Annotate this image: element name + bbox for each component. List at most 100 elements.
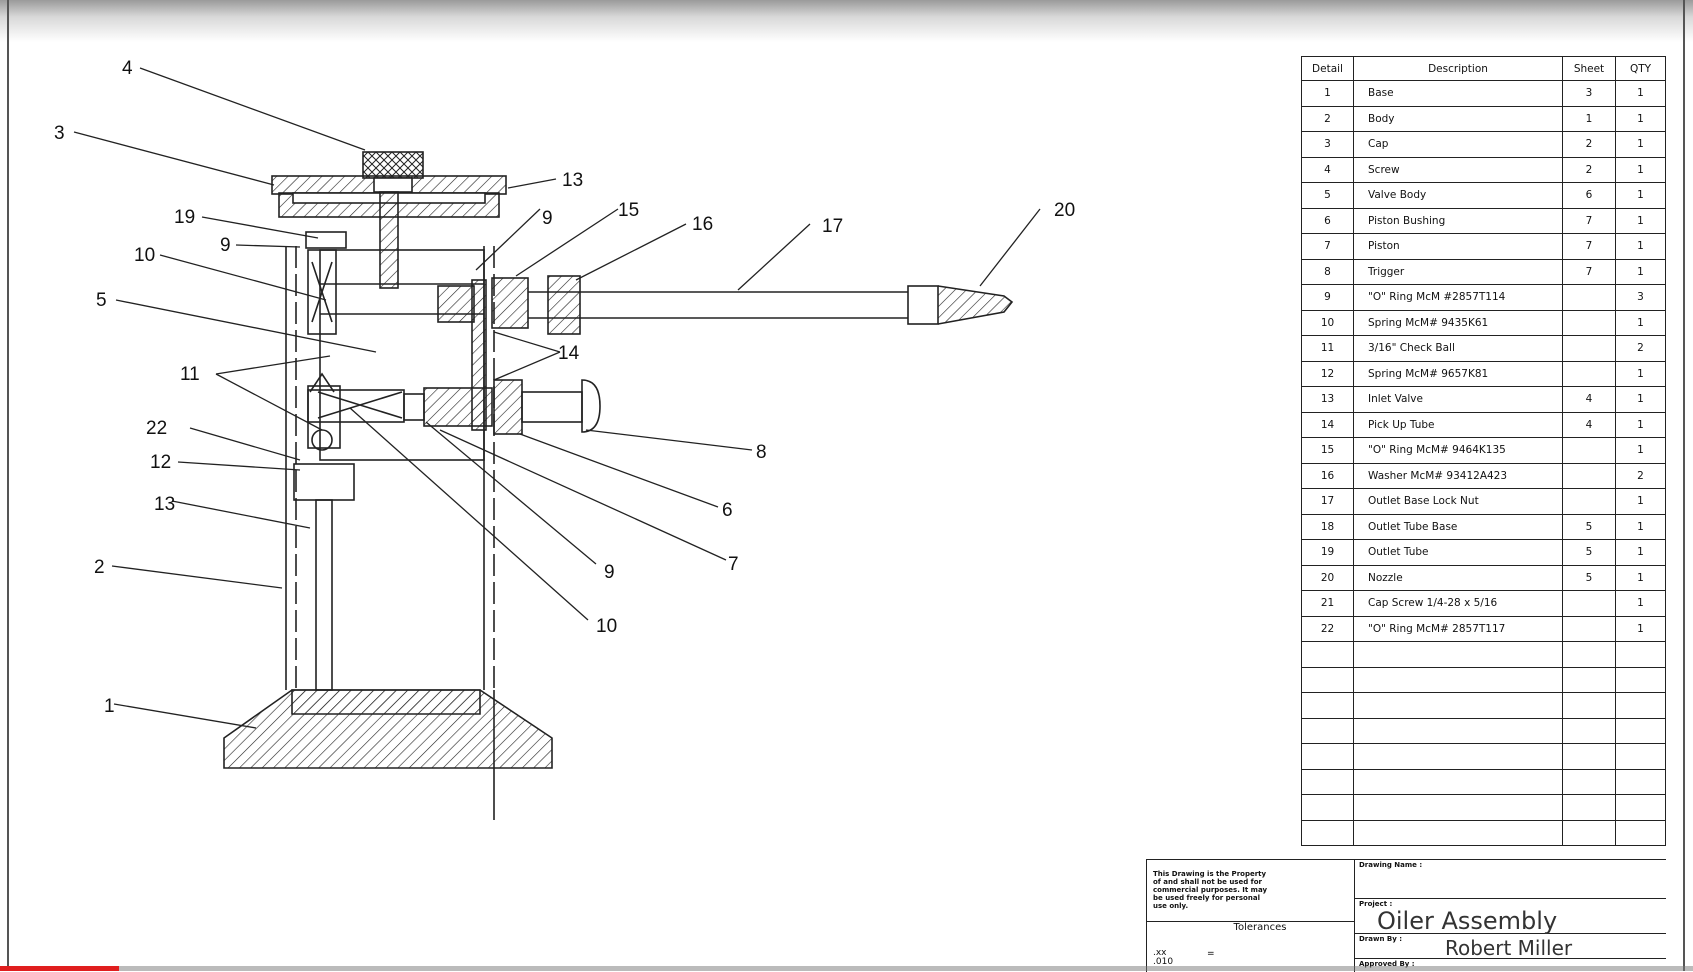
bom-cell-sheet: 2 xyxy=(1562,131,1616,158)
callout-10: 10 xyxy=(596,616,617,637)
bom-empty-cell xyxy=(1562,794,1616,821)
callout-3: 3 xyxy=(54,123,65,144)
screw-part xyxy=(362,151,424,289)
bom-empty-row xyxy=(1301,819,1666,846)
bom-empty-cell xyxy=(1615,717,1666,744)
video-progress-track[interactable] xyxy=(0,966,1693,971)
bom-cell-description: Spring McM# 9657K81 xyxy=(1353,360,1563,387)
bom-cell-qty: 1 xyxy=(1615,80,1666,107)
callout-2: 2 xyxy=(94,557,105,578)
drawing-name-field: Drawing Name : xyxy=(1355,860,1666,899)
bom-empty-cell xyxy=(1615,768,1666,795)
bom-empty-cell xyxy=(1615,794,1666,821)
bom-header-sheet: Sheet xyxy=(1562,56,1616,81)
bom-cell-description: "O" Ring McM# 2857T117 xyxy=(1353,615,1563,642)
callout-4: 4 xyxy=(122,58,133,79)
bom-empty-row xyxy=(1301,717,1666,744)
bom-cell-qty: 1 xyxy=(1615,156,1666,183)
title-block: This Drawing is the Property of and shal… xyxy=(1146,859,1666,972)
bom-cell-sheet xyxy=(1562,590,1616,617)
bom-cell-description: Outlet Tube xyxy=(1353,539,1563,566)
tolerance-xx-value: .010 xyxy=(1153,957,1174,967)
bom-cell-description: Inlet Valve xyxy=(1353,386,1563,413)
bom-cell-sheet: 3 xyxy=(1562,80,1616,107)
bom-cell-qty: 2 xyxy=(1615,335,1666,362)
callout-labels: 4 3 13 19 9 9 15 16 17 20 10 5 14 11 22 … xyxy=(54,58,1075,717)
bom-empty-cell xyxy=(1301,666,1354,693)
bom-cell-description: Outlet Base Lock Nut xyxy=(1353,488,1563,515)
check-valve-stack xyxy=(307,249,341,451)
bom-cell-sheet: 7 xyxy=(1562,207,1616,234)
bom-empty-cell xyxy=(1301,743,1354,770)
bom-cell-qty: 1 xyxy=(1615,131,1666,158)
bom-cell-detail: 10 xyxy=(1301,309,1354,336)
callout-21: 19 xyxy=(174,207,195,228)
bom-cell-description: Piston xyxy=(1353,233,1563,260)
tolerance-xx-label: .xx xyxy=(1153,948,1167,958)
callout-14: 13 xyxy=(154,494,175,515)
callout-13: 12 xyxy=(150,452,171,473)
bom-cell-sheet xyxy=(1562,437,1616,464)
bom-empty-cell xyxy=(1301,641,1354,668)
bom-empty-row xyxy=(1301,692,1666,719)
bom-cell-detail: 8 xyxy=(1301,258,1354,285)
bom-empty-cell xyxy=(1301,692,1354,719)
outlet-assembly xyxy=(437,275,1014,335)
bom-cell-detail: 7 xyxy=(1301,233,1354,260)
callout-1: 1 xyxy=(104,696,115,717)
callout-15: 13 xyxy=(562,170,583,191)
bom-cell-description: Spring McM# 9435K61 xyxy=(1353,309,1563,336)
callout-11: 11 xyxy=(180,364,200,385)
drawn-by-value: Robert Miller xyxy=(1445,936,1573,960)
callout-12: 10 xyxy=(134,245,155,266)
bom-cell-sheet xyxy=(1562,488,1616,515)
bom-cell-description: Washer McM# 93412A423 xyxy=(1353,462,1563,489)
bom-empty-cell xyxy=(1562,666,1616,693)
callout-16: 14 xyxy=(558,343,580,364)
bom-empty-cell xyxy=(1562,692,1616,719)
bom-cell-detail: 11 xyxy=(1301,335,1354,362)
bom-empty-cell xyxy=(1353,768,1563,795)
bom-cell-detail: 1 xyxy=(1301,80,1354,107)
bom-empty-cell xyxy=(1353,666,1563,693)
callout-18: 16 xyxy=(692,214,713,235)
bom-cell-sheet: 7 xyxy=(1562,258,1616,285)
bom-cell-qty: 1 xyxy=(1615,207,1666,234)
drawn-by-label: Drawn By : xyxy=(1359,935,1403,943)
drawn-by-field: Drawn By : Robert Miller xyxy=(1355,934,1666,960)
bom-cell-qty: 1 xyxy=(1615,105,1666,132)
bom-empty-cell xyxy=(1615,641,1666,668)
bom-cell-qty: 2 xyxy=(1615,462,1666,489)
bom-cell-qty: 1 xyxy=(1615,258,1666,285)
bom-cell-qty: 1 xyxy=(1615,539,1666,566)
bom-empty-cell xyxy=(1615,819,1666,846)
bom-cell-description: Cap Screw 1/4-28 x 5/16 xyxy=(1353,590,1563,617)
pick-up-tube-part xyxy=(315,499,333,691)
bom-cell-description: Valve Body xyxy=(1353,182,1563,209)
bom-cell-sheet xyxy=(1562,615,1616,642)
bom-cell-sheet xyxy=(1562,462,1616,489)
bom-empty-cell xyxy=(1353,794,1563,821)
bom-cell-sheet xyxy=(1562,360,1616,387)
bom-cell-qty: 3 xyxy=(1615,284,1666,311)
bom-cell-detail: 9 xyxy=(1301,284,1354,311)
bom-empty-cell xyxy=(1562,743,1616,770)
bom-empty-cell xyxy=(1615,743,1666,770)
inlet-valve-part xyxy=(293,463,355,501)
bom-empty-cell xyxy=(1562,768,1616,795)
bom-cell-detail: 13 xyxy=(1301,386,1354,413)
title-block-fields: Drawing Name : Project : Oiler Assembly … xyxy=(1355,860,1666,972)
bom-empty-cell xyxy=(1353,692,1563,719)
bom-cell-qty: 1 xyxy=(1615,386,1666,413)
title-block-notice-area: This Drawing is the Property of and shal… xyxy=(1147,860,1355,972)
